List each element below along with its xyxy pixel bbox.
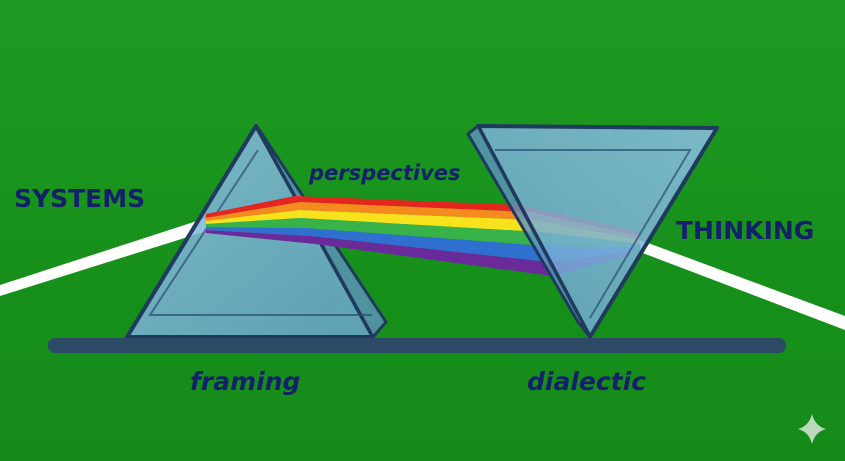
incoming-light-beam: [0, 218, 210, 296]
sparkle-icon: [798, 414, 826, 444]
systems-label: SYSTEMS: [14, 184, 146, 213]
perspectives-label: perspectives: [309, 161, 461, 185]
spectrum-violet: [206, 230, 632, 276]
right-prism: [466, 124, 719, 339]
framing-label: framing: [190, 367, 301, 396]
thinking-label: THINKING: [676, 216, 815, 245]
spectrum-yellow: [206, 210, 640, 244]
spectrum-blue: [206, 227, 636, 262]
dialectic-label: dialectic: [527, 367, 647, 396]
ground-bar: [48, 338, 786, 353]
outgoing-light-beam: [640, 240, 845, 330]
